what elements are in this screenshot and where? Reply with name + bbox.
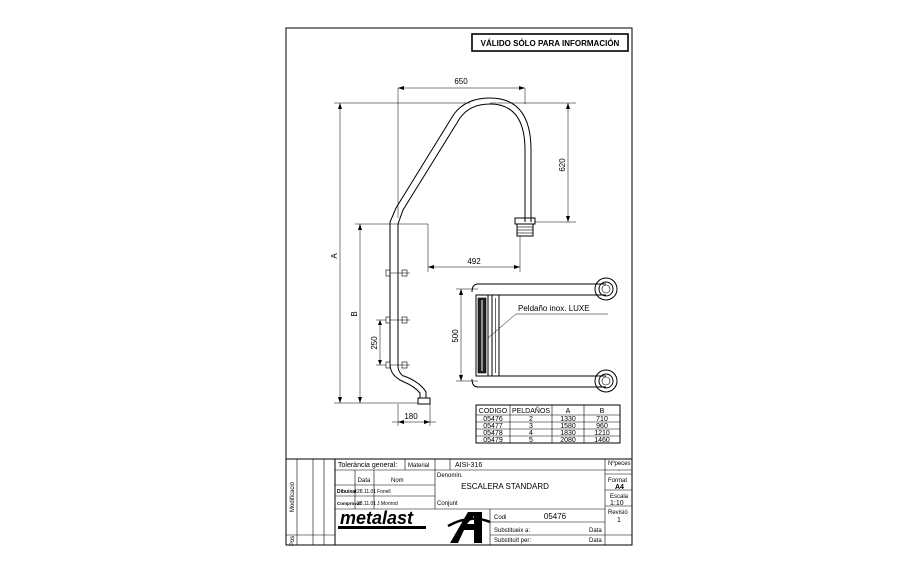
step-brackets bbox=[385, 269, 410, 369]
table-row: 05476 2 1330 710 bbox=[483, 416, 608, 423]
substitutes-label: Substitueix a: bbox=[494, 528, 530, 534]
step-callout: Peldaño inox. LUXE bbox=[518, 304, 590, 313]
brand-name: metalast bbox=[340, 508, 414, 528]
table-cell: 710 bbox=[596, 416, 608, 423]
ladder-top-view bbox=[456, 277, 618, 393]
table-row: 05479 5 2080 1460 bbox=[483, 437, 610, 444]
stamp-box bbox=[471, 33, 629, 52]
table-cell: 1460 bbox=[594, 437, 610, 444]
name-column-header: Nom bbox=[391, 478, 404, 484]
drawn-date: 28.11.01 bbox=[357, 489, 376, 495]
material-label: Material bbox=[408, 463, 429, 469]
table-cell: 1580 bbox=[560, 423, 576, 430]
code-value: 05476 bbox=[544, 512, 567, 521]
checked-date: 28.11.01 bbox=[357, 501, 376, 507]
format-value: A4 bbox=[615, 484, 624, 491]
dimension-labels: 650 620 A B 250 492 180 500 bbox=[330, 77, 567, 421]
a-emblem-icon bbox=[447, 512, 491, 543]
table-cell: 3 bbox=[529, 423, 533, 430]
pieces-value: - bbox=[618, 468, 620, 474]
dimension-lines bbox=[334, 86, 576, 426]
table-cell: 4 bbox=[529, 430, 533, 437]
dimensions-table bbox=[475, 404, 621, 444]
dim-492: 492 bbox=[467, 257, 481, 266]
table-row: 05477 3 1580 960 bbox=[483, 423, 608, 430]
revision-label: Revisió bbox=[608, 510, 628, 516]
dim-A: A bbox=[330, 253, 339, 259]
stamp-text: VÁLIDO SÓLO PARA INFORMACIÓN bbox=[481, 39, 620, 48]
table-cell: 1330 bbox=[560, 416, 576, 423]
table-cell: 05478 bbox=[483, 430, 503, 437]
denomination-value: ESCALERA STANDARD bbox=[461, 482, 549, 491]
dim-B: B bbox=[350, 311, 359, 316]
code-label: Codi bbox=[494, 515, 506, 521]
scale-value: 1:10 bbox=[610, 500, 624, 507]
title-block-grid bbox=[286, 458, 632, 545]
table-header-cell: B bbox=[600, 408, 605, 415]
assembly-label: Conjunt bbox=[437, 501, 458, 507]
table-cell: 2 bbox=[529, 416, 533, 423]
format-label: Format bbox=[608, 478, 627, 484]
modifications-label: Modificació bbox=[290, 481, 296, 512]
substitutes-date-label: Data bbox=[589, 528, 602, 534]
table-header-cell: PELDAÑOS bbox=[512, 406, 550, 415]
table-cell: 05479 bbox=[483, 437, 503, 444]
revision-value: 1 bbox=[617, 517, 621, 524]
table-cell: 2080 bbox=[560, 437, 576, 444]
table-cell: 05476 bbox=[483, 416, 503, 423]
pos-label: Pos bbox=[290, 536, 296, 546]
dim-180: 180 bbox=[404, 412, 418, 421]
table-cell: 5 bbox=[529, 437, 533, 444]
date-column-header: Data bbox=[358, 478, 371, 484]
table-header: CODIGO PELDAÑOS A B bbox=[479, 406, 605, 415]
dim-650: 650 bbox=[454, 77, 468, 86]
checked-label: Comprovat bbox=[337, 501, 361, 506]
material-value: AISI-316 bbox=[455, 462, 482, 469]
scale-label: Escala bbox=[610, 494, 629, 500]
dim-620: 620 bbox=[558, 158, 567, 172]
drawn-label: Dibuixat bbox=[337, 489, 357, 495]
checked-name: J.Monrod bbox=[377, 501, 398, 507]
dim-500: 500 bbox=[451, 329, 460, 343]
table-header-cell: A bbox=[566, 408, 571, 415]
pieces-label: Nºpeces bbox=[608, 460, 631, 467]
denomination-label: Denomin. bbox=[437, 473, 463, 479]
substituted-date-label: Data bbox=[589, 538, 602, 544]
table-cell: 960 bbox=[596, 423, 608, 430]
ladder-side-view bbox=[385, 97, 536, 405]
table-header-cell: CODIGO bbox=[479, 408, 508, 415]
table-cell: 1830 bbox=[560, 430, 576, 437]
sheet-frame bbox=[285, 27, 633, 546]
metalast-logo: metalast bbox=[338, 508, 426, 529]
table-cell: 05477 bbox=[483, 423, 503, 430]
drawn-name: Fonell bbox=[377, 489, 391, 495]
table-cell: 1210 bbox=[594, 430, 610, 437]
dim-250: 250 bbox=[370, 336, 379, 350]
tolerance-label: Tolerància general: bbox=[338, 462, 397, 469]
substituted-label: Substituït per: bbox=[494, 538, 531, 544]
table-row: 05478 4 1830 1210 bbox=[483, 430, 610, 437]
